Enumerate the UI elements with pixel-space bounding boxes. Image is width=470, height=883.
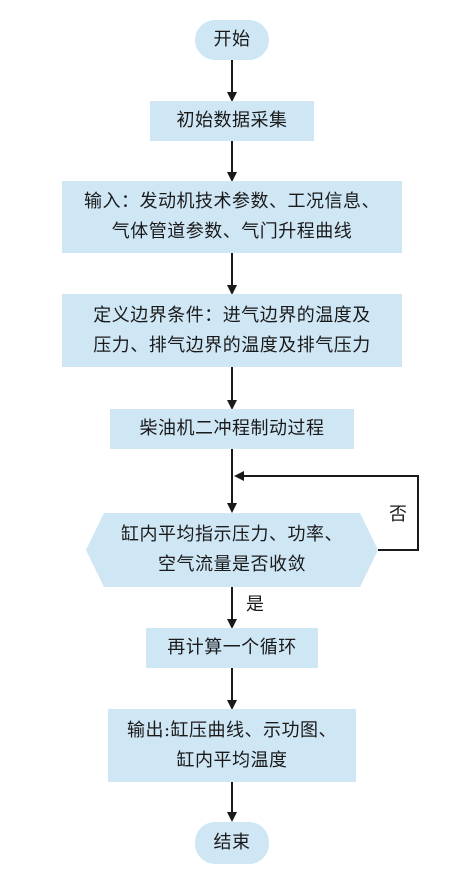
- output-label-line2: 缸内平均温度: [176, 749, 288, 771]
- output-node: 输出:缸压曲线、示功图、 缸内平均温度: [108, 709, 356, 782]
- end-node: 结束: [195, 822, 269, 864]
- input-label-line2: 气体管道参数、气门升程曲线: [111, 221, 353, 242]
- output-label-line1: 输出:缸压曲线、示功图、: [126, 719, 338, 741]
- process-label: 柴油机二冲程制动过程: [139, 418, 325, 439]
- collect-data-node: 初始数据采集: [150, 101, 314, 141]
- boundary-label-line2: 压力、排气边界的温度及排气压力: [93, 334, 371, 356]
- recalc-label: 再计算一个循环: [167, 637, 297, 658]
- end-label: 结束: [213, 832, 251, 853]
- input-label-line1: 输入：发动机技术参数、工况信息、: [84, 191, 380, 212]
- decision-node: 缸内平均指示压力、功率、 空气流量是否收敛: [86, 513, 378, 587]
- start-node: 开始: [195, 20, 269, 60]
- arrow-decision-no-loop: [234, 471, 419, 551]
- decision-label-line2: 空气流量是否收敛: [158, 554, 306, 575]
- boundary-conditions-node: 定义边界条件：进气边界的温度及 压力、排气边界的温度及排气压力: [62, 294, 402, 367]
- collect-data-label: 初始数据采集: [176, 110, 288, 131]
- process-node: 柴油机二冲程制动过程: [110, 409, 354, 449]
- recalc-node: 再计算一个循环: [146, 628, 318, 668]
- decision-shape: [86, 513, 378, 587]
- input-node: 输入：发动机技术参数、工况信息、 气体管道参数、气门升程曲线: [62, 181, 402, 253]
- no-label: 否: [389, 504, 407, 525]
- start-label: 开始: [213, 29, 251, 50]
- decision-label-line1: 缸内平均指示压力、功率、: [121, 524, 343, 545]
- boundary-label-line1: 定义边界条件：进气边界的温度及: [93, 304, 371, 326]
- yes-label: 是: [246, 594, 264, 615]
